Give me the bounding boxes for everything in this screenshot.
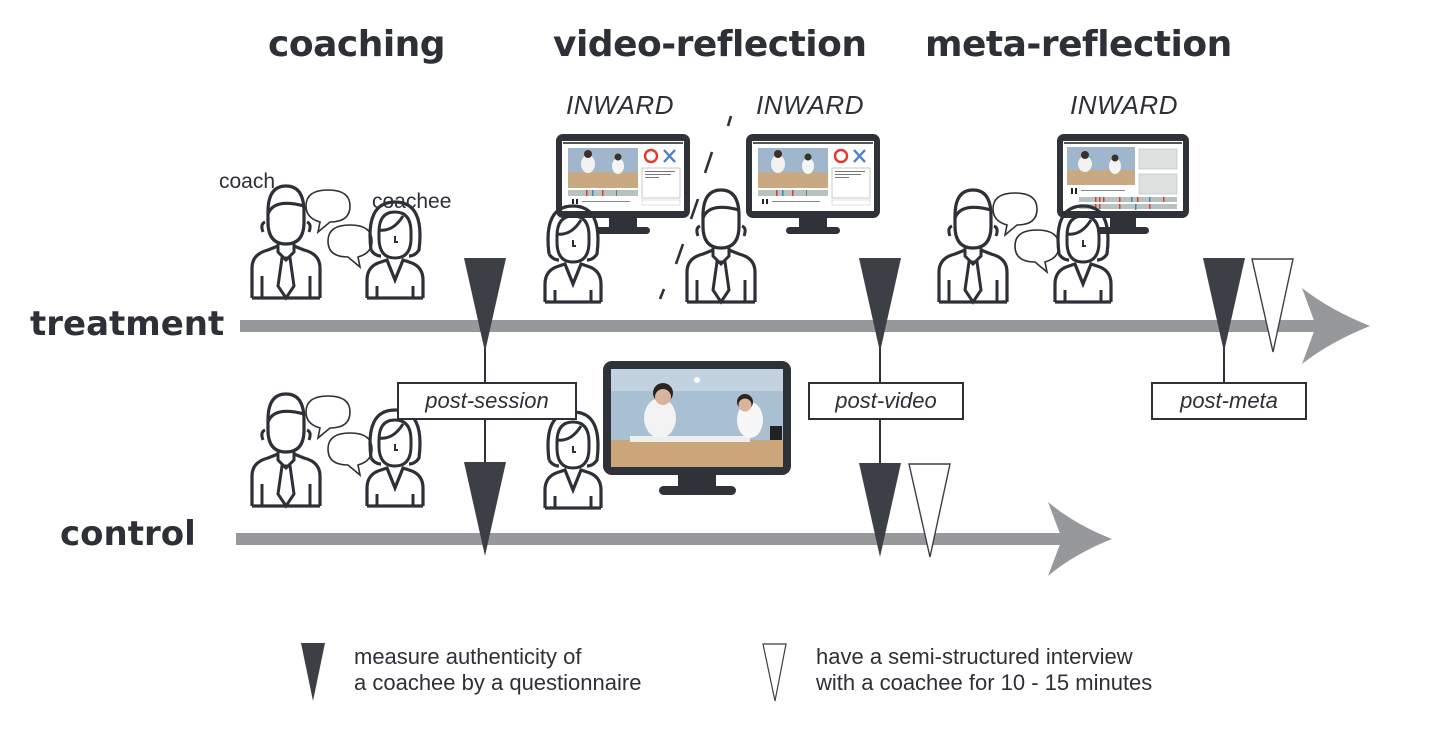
divider-slash	[658, 115, 733, 300]
legend-filled-line-1: measure authenticity of	[354, 644, 582, 669]
coachee-icon	[365, 200, 425, 300]
interview-marker-treatment-post-meta	[1251, 258, 1294, 353]
treatment-timeline-arrow	[240, 288, 1370, 364]
phase-title-coaching: coaching	[268, 24, 446, 65]
timing-label-post-meta: post-meta	[1151, 382, 1307, 420]
inward-monitor-icon	[554, 132, 692, 236]
role-label-coachee: coachee	[372, 190, 452, 213]
video-monitor-icon	[603, 361, 791, 495]
role-label-coach: coach	[219, 170, 276, 193]
interview-marker-control-post-video	[908, 463, 951, 558]
inward-label-meta: INWARD	[1070, 90, 1178, 120]
coachee-icon	[543, 410, 603, 510]
phase-title-meta-reflection: meta-reflection	[925, 24, 1232, 65]
speech-bubble-icon	[305, 395, 351, 439]
inward-label-video-2: INWARD	[756, 90, 864, 120]
questionnaire-marker-treatment-post-session	[464, 258, 506, 352]
speech-bubble-icon	[992, 192, 1038, 236]
phase-title-video-reflection: video-reflection	[553, 24, 867, 65]
coachee-icon	[1053, 204, 1113, 304]
coachee-icon	[543, 204, 603, 304]
legend-hollow-line-2: with a coachee for 10 - 15 minutes	[816, 670, 1153, 695]
questionnaire-marker-treatment-post-video	[859, 258, 901, 352]
inward-label-video-1: INWARD	[566, 90, 674, 120]
speech-bubble-icon	[327, 432, 373, 476]
control-timeline-arrow	[236, 502, 1112, 576]
questionnaire-marker-control-post-session	[464, 462, 506, 556]
inward-monitor-icon	[744, 132, 882, 236]
legend-hollow-marker-text: have a semi-structured interview with a …	[816, 644, 1152, 696]
group-label-treatment: treatment	[30, 304, 225, 344]
speech-bubble-icon	[327, 224, 373, 268]
speech-bubble-icon	[1014, 229, 1060, 273]
legend-filled-marker-icon	[301, 643, 325, 701]
questionnaire-marker-treatment-post-meta	[1203, 258, 1245, 352]
legend-filled-line-2: a coachee by a questionnaire	[354, 670, 642, 695]
questionnaire-marker-control-post-video	[859, 463, 901, 557]
inward-monitor-icon	[1056, 133, 1190, 235]
timing-label-post-video: post-video	[808, 382, 964, 420]
legend-filled-marker-text: measure authenticity of a coachee by a q…	[354, 644, 641, 696]
legend-hollow-line-1: have a semi-structured interview	[816, 644, 1133, 669]
timing-label-post-session: post-session	[397, 382, 577, 420]
legend-hollow-marker-icon	[762, 643, 787, 702]
group-label-control: control	[60, 514, 196, 554]
coach-icon	[685, 188, 757, 304]
coachee-icon	[365, 408, 425, 508]
